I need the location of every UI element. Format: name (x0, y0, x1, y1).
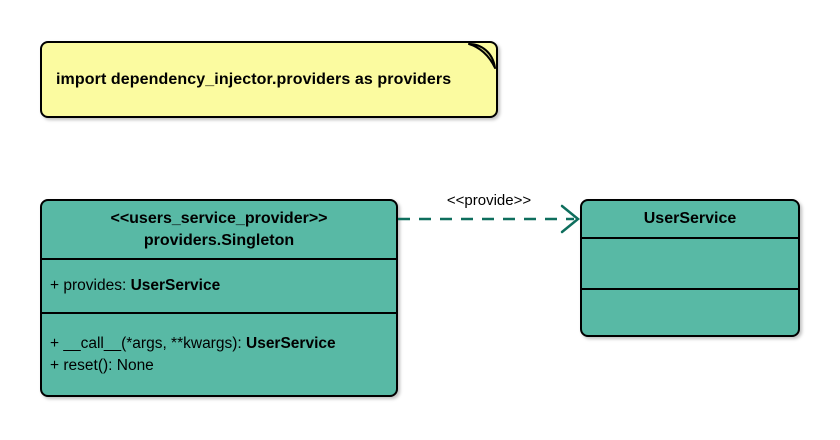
class-user-service: UserService (580, 199, 800, 337)
note-text: import dependency_injector.providers as … (56, 70, 452, 88)
class-stereotype: <<users_service_provider>> (110, 209, 328, 227)
attributes-compartment-empty (582, 239, 798, 290)
attribute-type: UserService (130, 277, 221, 294)
method-call: + __call__(*args, **kwargs): UserService (50, 333, 388, 355)
open-arrowhead-icon (560, 204, 580, 234)
methods-compartment-empty (582, 290, 798, 335)
class-providers-singleton: <<users_service_provider>> providers.Sin… (40, 199, 398, 397)
methods-compartment: + __call__(*args, **kwargs): UserService… (42, 314, 396, 395)
provide-arrow-label: <<provide>> (446, 192, 532, 209)
provide-dependency-arrow (398, 204, 580, 234)
class-header: <<users_service_provider>> providers.Sin… (42, 201, 396, 260)
method-text: + __call__(*args, **kwargs): (50, 334, 246, 352)
note-import-statement: import dependency_injector.providers as … (40, 41, 498, 118)
method-reset: + reset(): None (50, 355, 388, 377)
attribute-text: + provides: (50, 277, 131, 294)
class-name: UserService (643, 210, 737, 227)
class-name: providers.Singleton (143, 231, 295, 249)
method-return-type: UserService (246, 334, 336, 352)
attributes-compartment: + provides: UserService (42, 260, 396, 314)
class-header: UserService (582, 201, 798, 239)
note-fold-corner-icon (468, 43, 496, 69)
method-text: + reset(): None (50, 356, 154, 374)
attribute-provides: + provides: UserService (50, 275, 388, 297)
